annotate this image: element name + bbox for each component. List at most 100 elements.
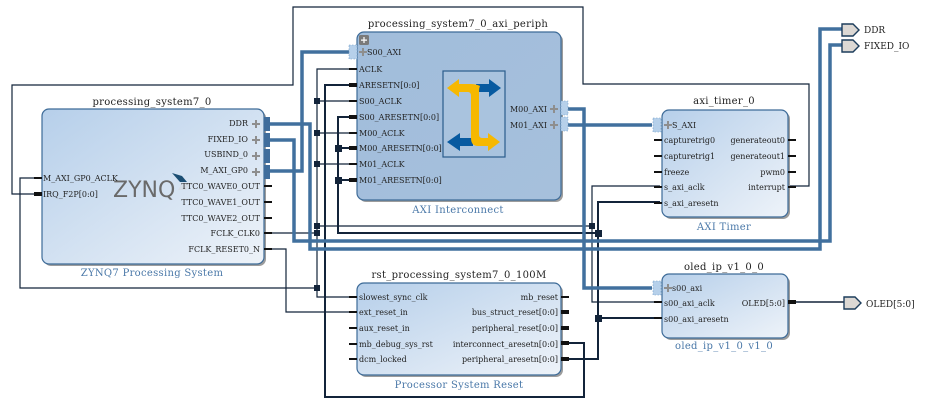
pin-m-axi-gp0-aclk[interactable]: M_AXI_GP0_ACLK	[43, 174, 119, 183]
oled-left-pins: s00_axi s00_axi_aclk s00_axi_aresetn	[652, 280, 729, 324]
reset-left-pins: slowest_sync_clk ext_reset_in aux_reset_…	[349, 293, 434, 364]
wire-interconnect-aresetn[interactable]	[324, 84, 585, 398]
bus-ddr[interactable]	[270, 27, 842, 251]
pin-s00-axi-aresetn[interactable]: s00_axi_aresetn	[664, 315, 729, 324]
reset-right-pins: mb_reset bus_struct_reset[0:0] periphera…	[453, 293, 569, 364]
pin-s00-aclk[interactable]: S00_ACLK	[359, 97, 403, 106]
zynq-logo-icon: ZYNQ	[113, 173, 192, 203]
wire-fclk-clk0[interactable]	[263, 68, 357, 234]
pin-ttc0-wave1-out[interactable]: TTC0_WAVE1_OUT	[181, 198, 260, 207]
wire-fclk-clk0-back[interactable]	[19, 177, 317, 289]
interface-plus-icon	[550, 121, 558, 129]
pin-mb-reset[interactable]: mb_reset	[521, 293, 559, 302]
reset-instance-name: rst_processing_system7_0_100M	[371, 270, 546, 281]
pin-capturetrig1[interactable]: capturetrig1	[664, 152, 715, 161]
pin-ttc0-wave2-out[interactable]: TTC0_WAVE2_OUT	[181, 214, 260, 223]
pin-oled[interactable]: OLED[5:0]	[742, 299, 785, 308]
pin-generateout1[interactable]: generateout1	[730, 152, 785, 161]
pin-s-axi[interactable]: S_AXI	[672, 121, 696, 130]
pin-s-axi-aresetn[interactable]: s_axi_aresetn	[664, 199, 718, 208]
wire-fclk-clk0-timer[interactable]	[591, 185, 660, 226]
pin-m-axi-gp0[interactable]: M_AXI_GP0	[200, 166, 248, 175]
oled-type-label: oled_ip_v1_0_v1_0	[675, 341, 773, 352]
pin-pwm0[interactable]: pwm0	[760, 168, 785, 177]
pin-mb-debug-sys-rst[interactable]: mb_debug_sys_rst	[359, 340, 434, 349]
wire-interrupt-irq[interactable]	[11, 6, 810, 195]
ps7-type-label: ZYNQ7 Processing System	[81, 268, 224, 279]
pin-fclk-reset0-n[interactable]: FCLK_RESET0_N	[188, 245, 260, 254]
timer-left-pins: S_AXI capturetrig0 capturetrig1 freeze s…	[652, 117, 718, 208]
pin-peripheral-aresetn[interactable]: peripheral_aresetn[0:0]	[462, 355, 558, 364]
bus-connectors	[264, 117, 270, 179]
pin-m00-aclk[interactable]: M00_ACLK	[359, 129, 406, 138]
pin-slowest-sync-clk[interactable]: slowest_sync_clk	[359, 293, 428, 302]
pin-interrupt[interactable]: interrupt	[748, 183, 786, 192]
ps7-right-pins: DDR FIXED_IO USBIND_0 M_AXI_GP0 TTC0_WAV…	[181, 117, 272, 254]
interconnect-left-pins: S00_AXI ACLK ARESETN[0:0] S00_ACLK S00_A…	[348, 44, 442, 185]
interface-plus-icon	[664, 121, 672, 129]
pin-aclk[interactable]: ACLK	[358, 65, 383, 74]
block-axi-timer[interactable]: axi_timer_0 AXI Timer S_AXI capturetrig0…	[652, 96, 796, 233]
expand-icon[interactable]	[359, 35, 369, 45]
pin-s-axi-aclk[interactable]: s_axi_aclk	[664, 183, 705, 192]
bus-fixed-io[interactable]	[270, 43, 842, 243]
block-processor-system-reset[interactable]: rst_processing_system7_0_100M Processor …	[349, 270, 569, 391]
external-port-fixed-io[interactable]: FIXED_IO	[841, 39, 909, 53]
wire-fclk-clk0-right[interactable]	[317, 225, 660, 303]
pin-ddr[interactable]: DDR	[229, 119, 249, 128]
block-processing-system7[interactable]: processing_system7_0 ZYNQ7 Processing Sy…	[34, 97, 272, 279]
external-port-oled[interactable]: OLED[5:0]	[843, 296, 915, 310]
reset-type-label: Processor System Reset	[395, 380, 524, 391]
pin-m00-aresetn[interactable]: M00_ARESETN[0:0]	[359, 144, 442, 153]
interface-plus-icons	[252, 120, 260, 176]
pin-m01-axi[interactable]: M01_AXI	[510, 121, 547, 130]
pin-s00-axi-aclk[interactable]: s00_axi_aclk	[664, 299, 715, 308]
pin-m00-axi[interactable]: M00_AXI	[510, 105, 547, 114]
port-oled-label: OLED[5:0]	[866, 300, 915, 310]
external-port-ddr[interactable]: DDR	[841, 23, 885, 37]
pin-m01-aresetn[interactable]: M01_ARESETN[0:0]	[359, 176, 442, 185]
pin-dcm-locked[interactable]: dcm_locked	[359, 355, 407, 364]
timer-type-label: AXI Timer	[696, 222, 751, 233]
pin-freeze[interactable]: freeze	[664, 168, 689, 177]
oled-right-pins: OLED[5:0]	[742, 299, 796, 308]
pin-aux-reset-in[interactable]: aux_reset_in	[359, 324, 410, 333]
pin-peripheral-reset[interactable]: peripheral_reset[0:0]	[472, 324, 558, 333]
wire-peripheral-aresetn-left[interactable]	[337, 116, 598, 234]
pin-fixed-io[interactable]: FIXED_IO	[208, 135, 249, 144]
bus-m-axi-gp0[interactable]	[270, 50, 352, 173]
oled-instance-name: oled_ip_v1_0_0	[684, 262, 764, 273]
svg-text:ZYNQ: ZYNQ	[113, 178, 175, 203]
pin-ext-reset-in[interactable]: ext_reset_in	[359, 308, 408, 317]
bus-m00-axi[interactable]	[568, 107, 652, 290]
pin-ttc0-wave0-out[interactable]: TTC0_WAVE0_OUT	[181, 182, 260, 191]
wire-fclk-clk0-sync[interactable]	[316, 233, 357, 298]
timer-instance-name: axi_timer_0	[693, 96, 755, 107]
ps7-instance-name: processing_system7_0	[92, 97, 211, 108]
block-oled-ip[interactable]: oled_ip_v1_0_0 oled_ip_v1_0_v1_0 s00_axi…	[652, 262, 796, 352]
pin-s00-axi[interactable]: S00_AXI	[367, 48, 401, 57]
pin-s00-axi-oled[interactable]: s00_axi	[672, 284, 703, 293]
pin-interconnect-aresetn[interactable]: interconnect_aresetn[0:0]	[453, 340, 558, 349]
interface-plus-icon	[359, 48, 367, 56]
pin-bus-struct-reset[interactable]: bus_struct_reset[0:0]	[472, 308, 558, 317]
wire-peripheral-aresetn[interactable]	[564, 201, 660, 360]
pin-generateout0[interactable]: generateout0	[730, 136, 785, 145]
block-axi-interconnect[interactable]: processing_system7_0_axi_periph AXI Inte…	[348, 19, 569, 216]
wire-fclk-reset0[interactable]	[263, 248, 357, 313]
pin-m01-aclk[interactable]: M01_ACLK	[359, 160, 406, 169]
port-fixed-io-label: FIXED_IO	[864, 42, 909, 52]
pin-usbind-0[interactable]: USBIND_0	[204, 150, 248, 159]
pin-aresetn[interactable]: ARESETN[0:0]	[358, 81, 419, 90]
timer-right-pins: generateout0 generateout1 pwm0 interrupt	[730, 136, 796, 192]
pin-capturetrig0[interactable]: capturetrig0	[664, 136, 715, 145]
crossbar-icon	[442, 70, 506, 158]
port-ddr-label: DDR	[864, 26, 885, 36]
pin-s00-aresetn[interactable]: S00_ARESETN[0:0]	[359, 113, 439, 122]
interconnect-instance-name: processing_system7_0_axi_periph	[368, 19, 549, 30]
pin-irq-f2p[interactable]: IRQ_F2P[0:0]	[43, 190, 98, 199]
interconnect-type-label: AXI Interconnect	[411, 205, 503, 216]
wire-junctions	[314, 98, 602, 322]
pin-fclk-clk0[interactable]: FCLK_CLK0	[211, 229, 260, 238]
